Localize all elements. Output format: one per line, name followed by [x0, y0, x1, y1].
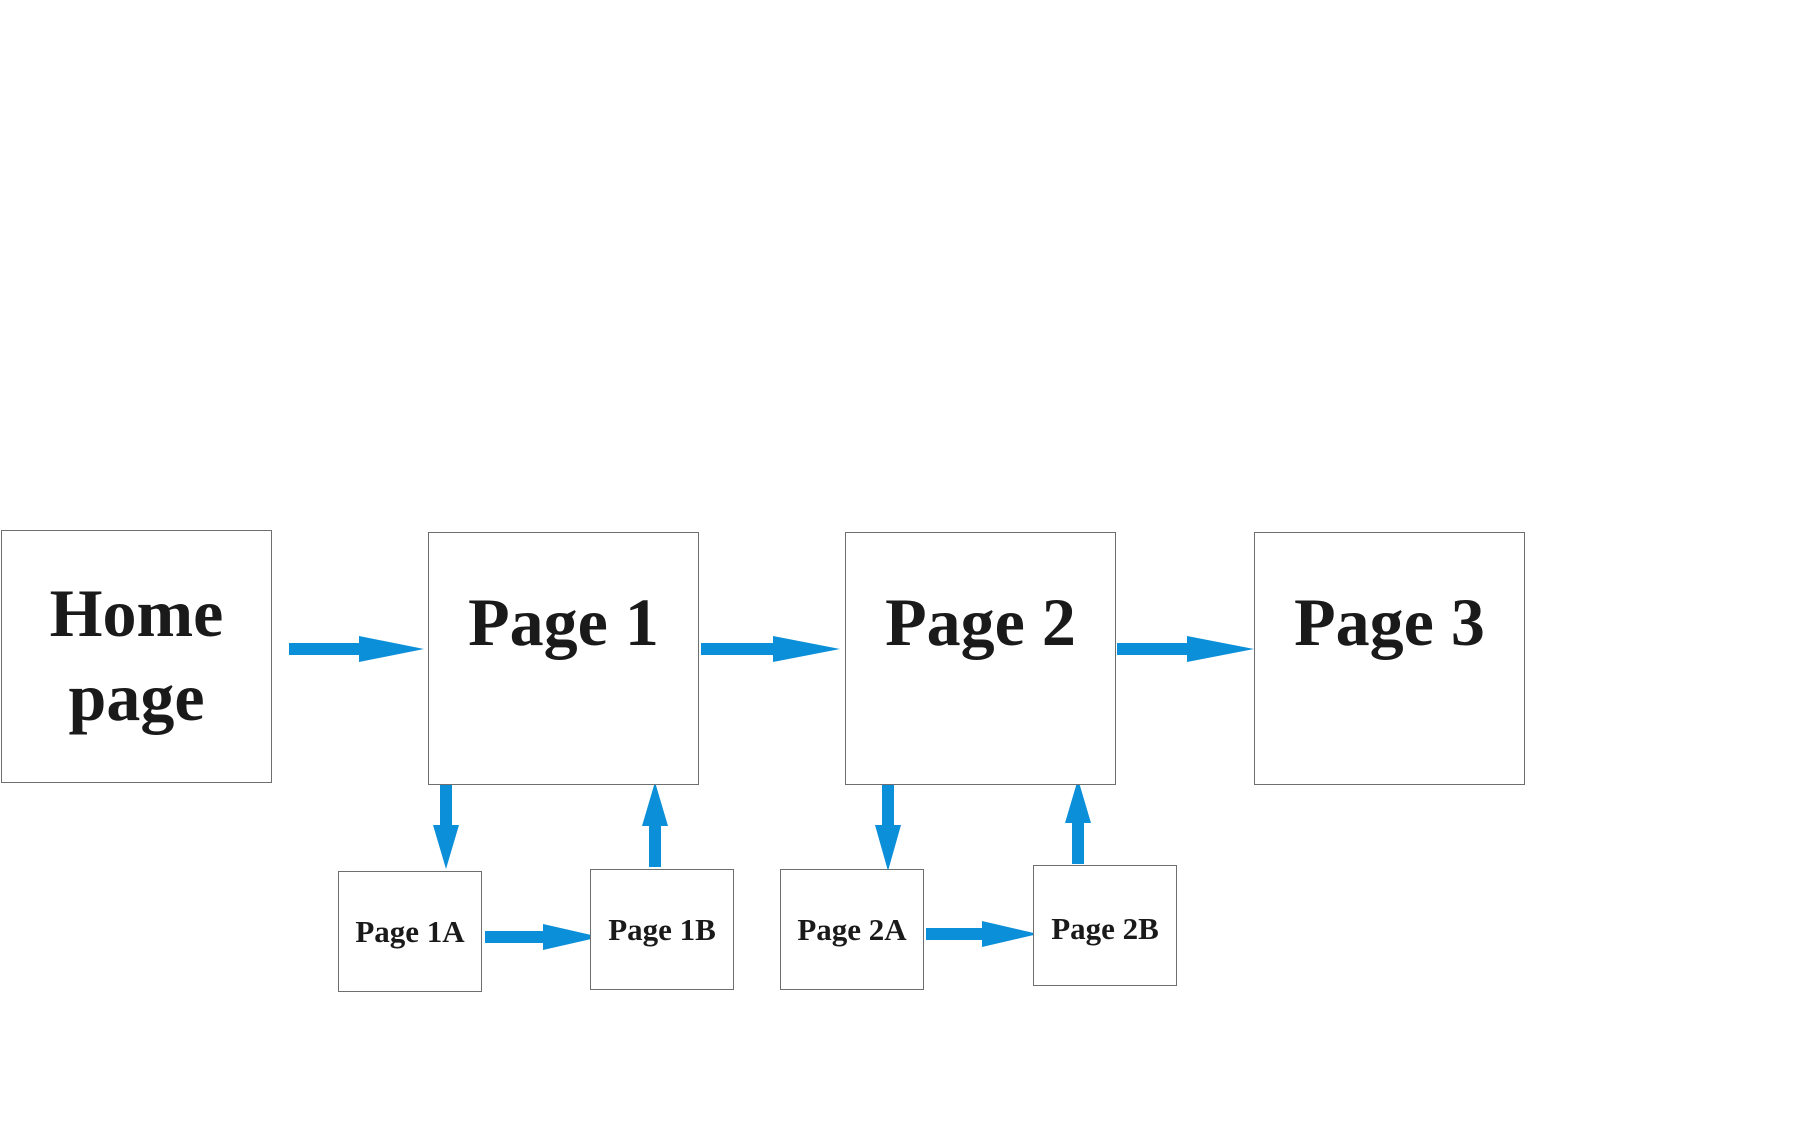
node-page-2a-label: Page 2A [797, 912, 907, 947]
node-page-1: Page 1 [428, 532, 699, 785]
node-page-2b: Page 2B [1033, 865, 1177, 986]
node-page-1a-label: Page 1A [355, 914, 465, 949]
node-page-1-label: Page 1 [468, 584, 659, 660]
node-page-1b: Page 1B [590, 869, 734, 990]
node-page-3: Page 3 [1254, 532, 1525, 785]
node-home-page-label: Home page [2, 571, 271, 739]
node-home-page: Home page [1, 530, 272, 783]
arrow-page1-to-page1a [433, 782, 459, 869]
node-page-2-label: Page 2 [885, 584, 1076, 660]
node-page-2a: Page 2A [780, 869, 924, 990]
node-page-1b-label: Page 1B [608, 912, 716, 947]
home-label-line2: page [68, 659, 205, 735]
arrow-page2a-to-page2b [926, 921, 1038, 947]
home-label-line1: Home [49, 575, 224, 651]
arrow-page1b-to-page1 [642, 782, 668, 867]
arrow-page1-to-page2 [701, 636, 840, 662]
arrow-page1a-to-page1b [485, 924, 600, 950]
arrow-home-to-page1 [289, 636, 424, 662]
node-page-2b-label: Page 2B [1051, 911, 1159, 946]
arrow-page2b-to-page2 [1065, 779, 1091, 864]
arrow-page2-to-page2a [875, 785, 901, 871]
arrow-page2-to-page3 [1117, 636, 1254, 662]
node-page-3-label: Page 3 [1294, 584, 1485, 660]
node-page-1a: Page 1A [338, 871, 482, 992]
node-page-2: Page 2 [845, 532, 1116, 785]
